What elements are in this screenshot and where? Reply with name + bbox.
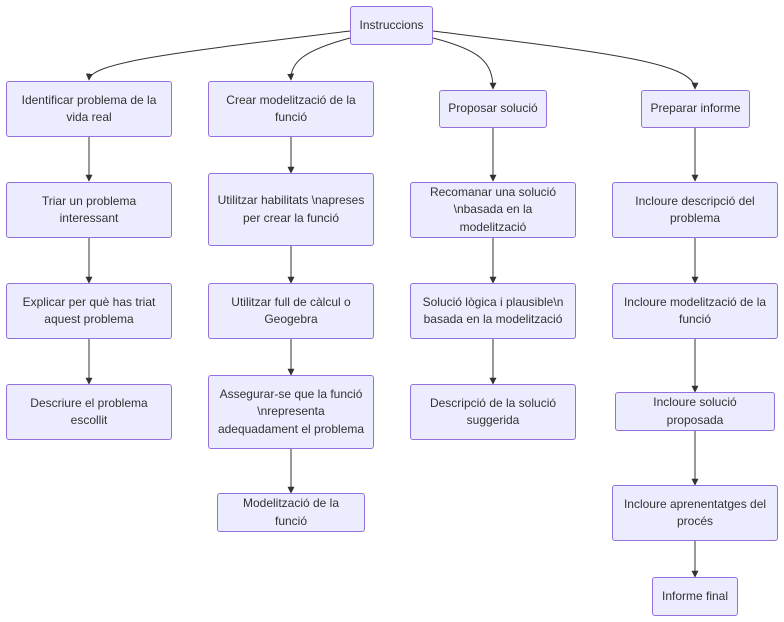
node-instruccions: Instruccions (350, 6, 433, 45)
node-label: Instruccions (359, 17, 424, 32)
node-label: Utilitzar full de càlcul o Geogebra (231, 294, 351, 327)
node-label: Identificar problema de la vida real (21, 92, 157, 125)
node-informe-final: Informe final (652, 577, 738, 616)
node-label: Assegurar-se que la funció \nrepresenta … (217, 386, 365, 436)
node-label: Informe final (661, 588, 729, 603)
node-descriure-problema: Descriure el problema escollit (6, 384, 172, 440)
node-label: Preparar informe (650, 101, 741, 116)
edge-root-c4 (432, 30, 699, 90)
node-full-calcul-geogebra: Utilitzar full de càlcul o Geogebra (208, 283, 374, 339)
node-label: Utilitzar habilitats \napreses per crear… (217, 193, 365, 225)
node-modelitzacio-funcio: Modelització de la funció (217, 493, 365, 532)
edge-root-c3 (432, 37, 497, 90)
node-incloure-aprenentatges: Incloure aprenentatges del procés (612, 485, 778, 541)
edge-root-c2 (287, 37, 351, 81)
node-triar-problema: Triar un problema interessant (6, 182, 172, 238)
node-label: Recomanar una solució \nbasada en la mod… (429, 184, 557, 234)
node-assegurar-funcio: Assegurar-se que la funció \nrepresenta … (208, 375, 374, 449)
node-utilitzar-habilitats: Utilitzar habilitats \napreses per crear… (208, 173, 374, 246)
node-solucio-logica: Solució lògica i plausible\n basada en l… (410, 283, 576, 339)
edge-root-c1 (85, 30, 351, 81)
node-label: Modelització de la funció (242, 496, 340, 528)
node-label: Incloure modelització de la funció (623, 294, 767, 327)
node-label: Incloure aprenentatges del procés (623, 496, 767, 529)
node-incloure-descripcio: Incloure descripció del problema (612, 182, 778, 238)
node-label: Descriure el problema escollit (30, 395, 148, 428)
node-preparar-informe: Preparar informe (641, 90, 750, 128)
node-label: Incloure solució proposada (653, 395, 737, 427)
node-label: Solució lògica i plausible\n basada en l… (422, 294, 564, 327)
node-descripcio-solucio: Descripció de la solució suggerida (410, 384, 576, 440)
node-incloure-modelitzacio: Incloure modelització de la funció (612, 283, 778, 339)
node-label: Incloure descripció del problema (635, 193, 755, 226)
node-incloure-solucio: Incloure solució proposada (615, 392, 775, 431)
node-label: Explicar per què has triat aquest proble… (22, 294, 156, 327)
node-label: Crear modelització de la funció (226, 92, 356, 125)
node-label: Descripció de la solució suggerida (429, 395, 557, 428)
node-identificar-problema: Identificar problema de la vida real (6, 81, 172, 137)
node-proposar-solucio: Proposar solució (439, 90, 547, 128)
node-label: Proposar solució (448, 101, 538, 116)
node-label: Triar un problema interessant (41, 193, 137, 226)
node-explicar-tria: Explicar per què has triat aquest proble… (6, 283, 172, 339)
node-crear-modelitzacio: Crear modelització de la funció (208, 81, 374, 137)
node-recomanar-solucio: Recomanar una solució \nbasada en la mod… (410, 182, 576, 238)
